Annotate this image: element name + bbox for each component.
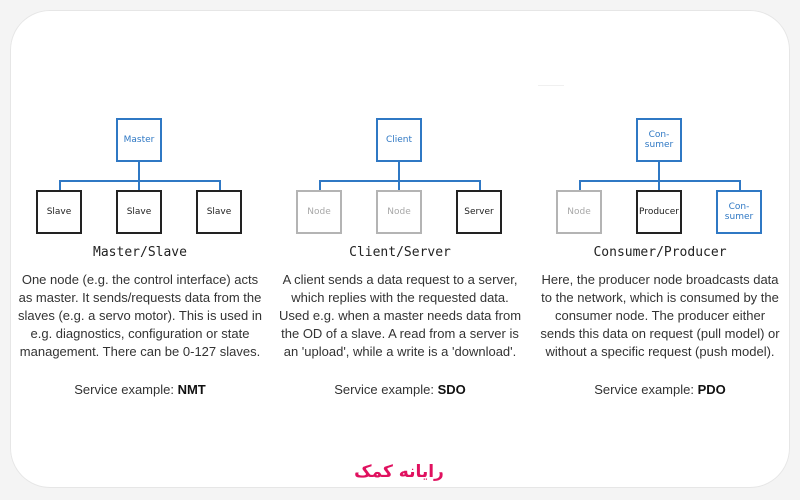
- panel-description: One node (e.g. the control interface) ac…: [18, 272, 262, 359]
- panel-description: A client sends a data request to a serve…: [278, 272, 522, 359]
- service-example-value: NMT: [177, 382, 206, 397]
- inactive-node: Node: [556, 190, 602, 234]
- inactive-node: Node: [296, 190, 342, 234]
- slave-node: Slave: [116, 190, 162, 234]
- client-server-tree: Client Node Node Server: [270, 118, 530, 238]
- connector-line: [319, 180, 321, 190]
- brand-logo: رایانه کمک: [354, 462, 444, 482]
- consumer-node: Con- sumer: [716, 190, 762, 234]
- connector-line: [579, 180, 581, 190]
- service-example-value: SDO: [437, 382, 466, 397]
- connector-line: [479, 180, 481, 190]
- connector-line: [398, 162, 400, 180]
- connector-line: [219, 180, 221, 190]
- panel-heading: Client/Server: [349, 245, 451, 260]
- master-slave-tree: Master Slave Slave Slave: [10, 118, 270, 238]
- service-example-label: Service example:: [334, 382, 438, 397]
- service-example-label: Service example:: [74, 382, 178, 397]
- consumer-top-node: Con- sumer: [636, 118, 682, 162]
- slave-node: Slave: [36, 190, 82, 234]
- service-example: Service example: NMT: [10, 382, 270, 397]
- panel-heading: Consumer/Producer: [593, 245, 727, 260]
- client-server-panel: Client Node Node Server Client/Server A …: [270, 10, 530, 410]
- panel-heading: Master/Slave: [93, 245, 187, 260]
- connector-line: [59, 180, 221, 182]
- service-example: Service example: PDO: [530, 382, 790, 397]
- slave-node: Slave: [196, 190, 242, 234]
- connector-line: [658, 180, 660, 190]
- connector-line: [398, 180, 400, 190]
- service-example-label: Service example:: [594, 382, 698, 397]
- consumer-producer-tree: Con- sumer Node Producer Con- sumer: [530, 118, 790, 238]
- panel-description: Here, the producer node broadcasts data …: [540, 272, 780, 359]
- master-node: Master: [116, 118, 162, 162]
- connector-line: [739, 180, 741, 190]
- service-example: Service example: SDO: [270, 382, 530, 397]
- connector-line: [579, 180, 741, 182]
- service-example-value: PDO: [697, 382, 726, 397]
- consumer-producer-panel: Con- sumer Node Producer Con- sumer Cons…: [530, 10, 790, 410]
- connector-line: [658, 162, 660, 180]
- diagram-card: Master Slave Slave Slave Master/Slave On…: [10, 10, 790, 488]
- server-node: Server: [456, 190, 502, 234]
- client-node: Client: [376, 118, 422, 162]
- master-slave-panel: Master Slave Slave Slave Master/Slave On…: [10, 10, 270, 410]
- producer-node: Producer: [636, 190, 682, 234]
- connector-line: [59, 180, 61, 190]
- inactive-node: Node: [376, 190, 422, 234]
- connector-line: [138, 180, 140, 190]
- divider-mark: [538, 85, 564, 86]
- connector-line: [138, 162, 140, 180]
- connector-line: [319, 180, 481, 182]
